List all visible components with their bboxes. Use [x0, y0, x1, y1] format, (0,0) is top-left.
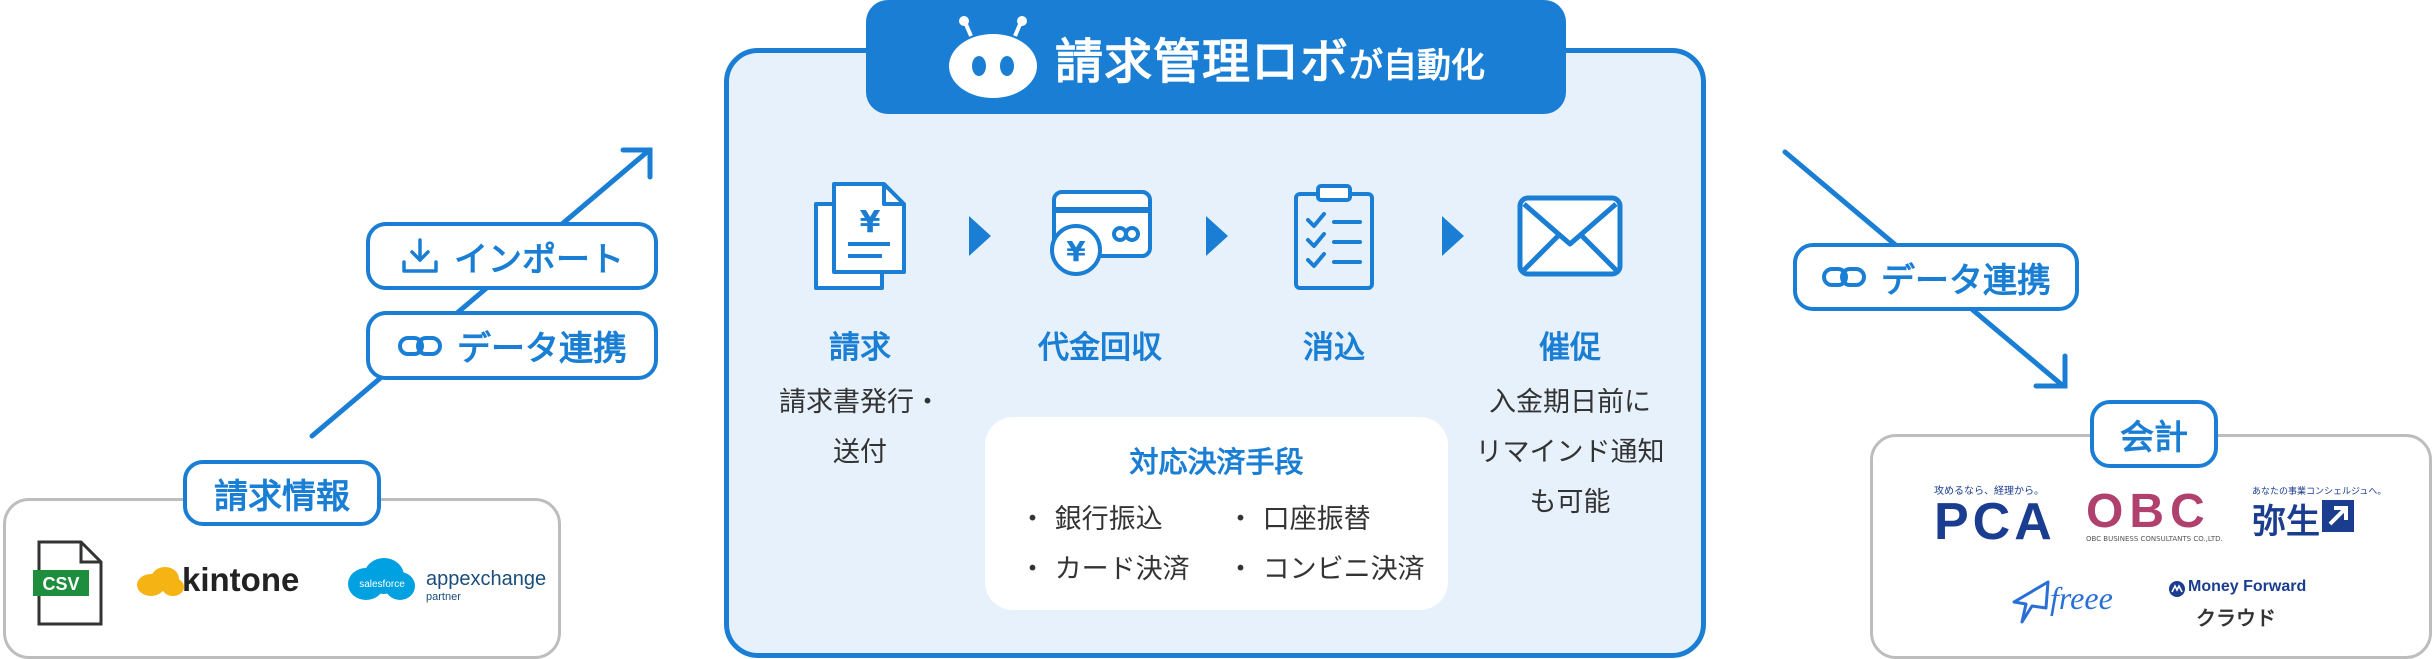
partner-text: partner	[426, 591, 461, 603]
payment-methods-title: 対応決済手段	[1129, 445, 1304, 479]
salesforce-cloud-icon: salesforce	[348, 558, 415, 600]
obc-subtext: OBC BUSINESS CONSULTANTS CO.,LTD.	[2086, 535, 2223, 543]
yayoi-tagline: あなたの事業コンシェルジュへ。	[2252, 487, 2387, 497]
yen-mark: ¥	[860, 205, 881, 240]
link-icon	[398, 335, 442, 356]
method-card: ・ カード決済	[1019, 554, 1190, 585]
data-link-badge-right: データ連携	[1793, 243, 2079, 311]
data-link-label-right: データ連携	[1881, 260, 2051, 301]
card-coin-icon: ¥	[1050, 190, 1152, 276]
step-arrow-3	[1442, 216, 1464, 256]
csv-logo-text: CSV	[42, 574, 79, 594]
title-banner: 請求管理ロボ が自動化	[866, 0, 1566, 114]
pca-logo: PCA	[1934, 493, 2056, 551]
freee-bird-icon	[2012, 580, 2050, 624]
yayoi-logo: 弥生	[2252, 502, 2320, 542]
step-desc-invoice-1: 請求書発行・	[779, 387, 941, 418]
moneyforward-icon	[2169, 581, 2185, 597]
source-label: 請求情報	[214, 476, 350, 517]
method-direct-debit: ・ 口座振替	[1227, 504, 1371, 535]
method-convenience-store: ・ コンビニ決済	[1227, 554, 1425, 585]
step-label-invoice: 請求	[829, 330, 891, 366]
accounting-card	[1870, 434, 2432, 659]
coin-yen-mark: ¥	[1066, 235, 1086, 268]
step-label-collection: 代金回収	[1038, 330, 1162, 366]
import-label: インポート	[454, 239, 624, 280]
export-arrow-head	[2033, 353, 2068, 389]
step-desc-reminder-1: 入金期日前に	[1489, 387, 1651, 418]
step-label-reconciliation: 消込	[1303, 330, 1365, 366]
title-main: 請求管理ロボ	[1054, 34, 1349, 90]
freee-logo: freee	[2050, 580, 2113, 616]
csv-file-icon: CSV	[33, 540, 103, 626]
method-bank-transfer: ・ 銀行振込	[1019, 504, 1163, 535]
pca-tagline: 攻めるなら、経理から。	[1934, 486, 2044, 497]
accounting-label-badge: 会計	[2090, 400, 2218, 468]
import-arrow-line	[309, 149, 650, 439]
appexchange-text: appexchange	[426, 568, 547, 590]
source-label-badge: 請求情報	[183, 460, 381, 526]
moneyforward-logo: Money Forward	[2188, 578, 2307, 595]
mail-icon	[1517, 195, 1623, 277]
payment-methods-box: 対応決済手段 ・ 銀行振込 ・ 口座振替 ・ カード決済 ・ コンビニ決済	[985, 417, 1448, 610]
link-icon-right	[1822, 267, 1866, 287]
kintone-logo-text: kintone	[182, 561, 300, 598]
step-desc-invoice-2: 送付	[833, 437, 887, 468]
import-badge: インポート	[366, 222, 658, 290]
accounting-label: 会計	[2120, 417, 2188, 458]
yayoi-arrow-icon	[2322, 500, 2354, 532]
data-link-badge-left: データ連携	[366, 311, 658, 380]
step-arrow-2	[1206, 216, 1228, 256]
obc-logo: OBC	[2086, 485, 2211, 538]
import-arrow-head	[620, 147, 653, 180]
data-link-label-left: データ連携	[457, 329, 627, 369]
kintone-cloud-icon	[137, 567, 184, 596]
title-suffix: が自動化	[1349, 45, 1485, 86]
robot-icon	[948, 16, 1037, 98]
step-label-reminder: 催促	[1539, 330, 1601, 366]
moneyforward-cloud: クラウド	[2196, 606, 2276, 630]
download-icon	[402, 238, 438, 273]
checklist-icon	[1294, 184, 1374, 290]
step-desc-reminder-3: も可能	[1529, 487, 1611, 518]
step-arrow-1	[969, 216, 991, 256]
invoice-icon: ¥	[814, 182, 906, 290]
salesforce-logo-text: salesforce	[359, 579, 405, 590]
step-desc-reminder-2: リマインド通知	[1475, 437, 1665, 468]
